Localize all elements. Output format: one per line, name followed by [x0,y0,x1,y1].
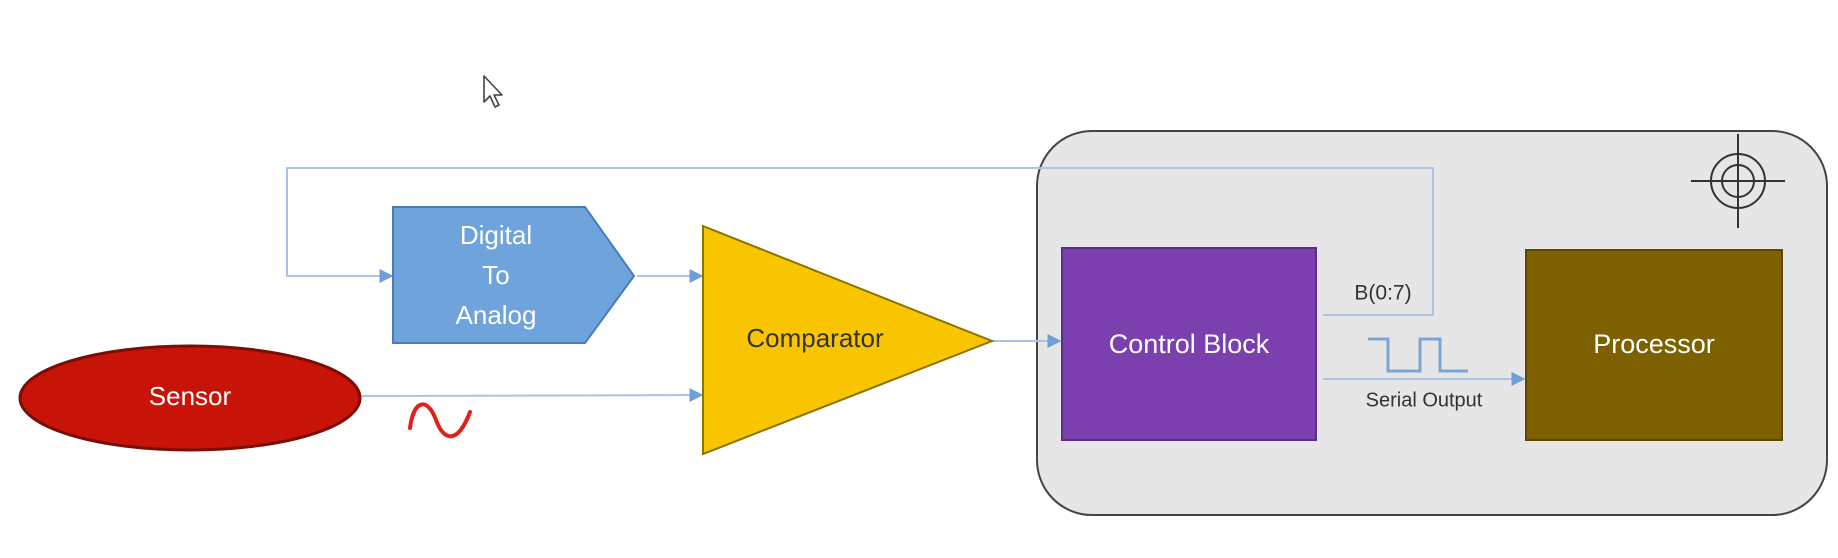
square-wave-icon [1368,337,1468,373]
feedback-bus-line [286,167,1434,316]
dac-label-line-3: Analog [456,300,537,330]
control-block-label: Control Block [1109,329,1270,359]
mouse-cursor-icon [483,75,503,108]
comparator-label: Comparator [746,323,884,353]
sensor-label: Sensor [149,381,232,411]
bus-label: B(0:7) [1354,282,1411,305]
dac-block [392,206,636,344]
sensor-to-comparator-connector [361,388,704,403]
processor-label: Processor [1593,329,1715,359]
sensor-node [18,344,362,452]
processor-block [1525,249,1783,441]
serial-output-label: Serial Output [1366,389,1483,411]
dac-label-line-2: To [482,260,509,290]
comparator-block [702,224,995,456]
analog-signal-icon [408,402,472,439]
control-block [1061,247,1317,441]
dac-label-line-1: Digital [460,220,532,250]
crosshair-icon [1691,134,1785,228]
